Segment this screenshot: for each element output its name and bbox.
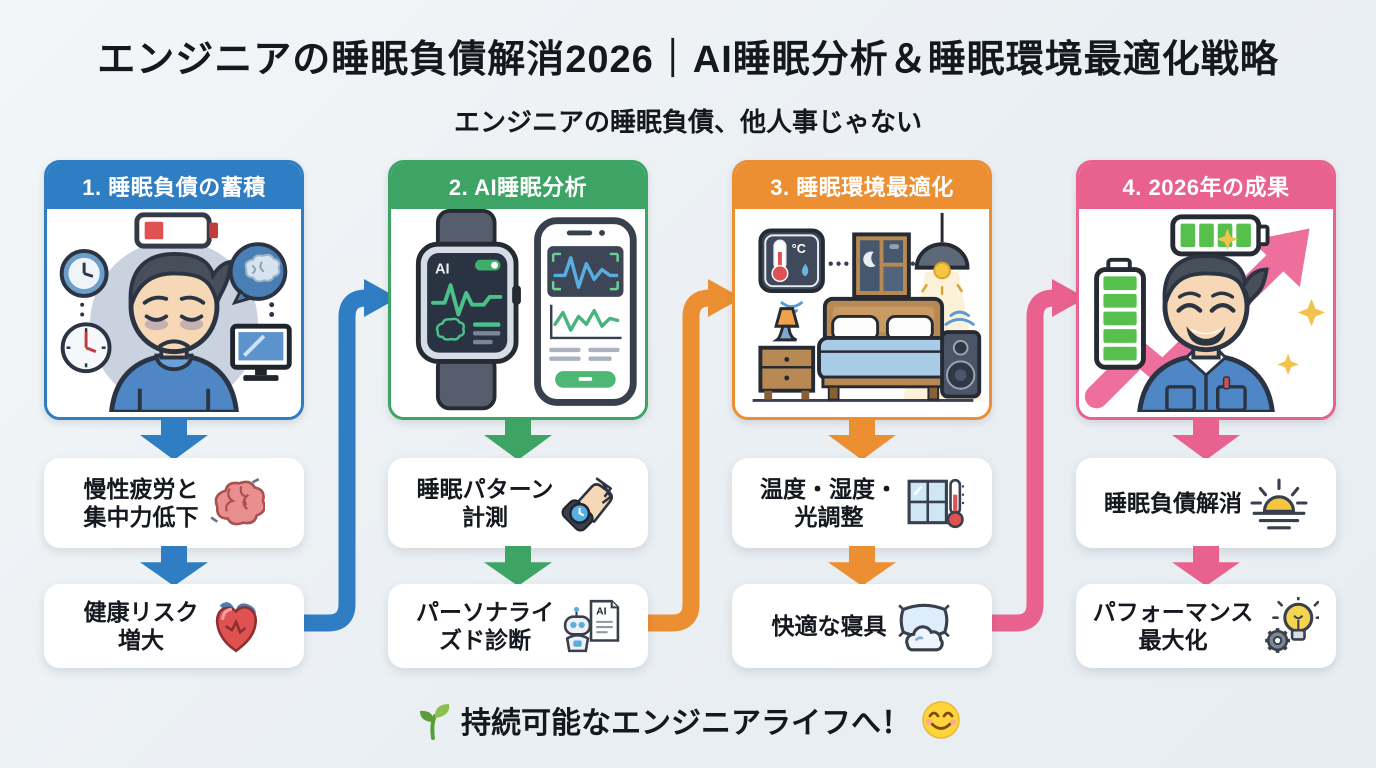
smartwatch-wrist-icon: [561, 477, 614, 532]
step2-effect-box-2: パーソナライ ズド診断 AI: [388, 584, 648, 668]
step3-effect-box-1: 温度・湿度・ 光調整: [732, 458, 992, 548]
tired-engineer-illustration: [59, 212, 292, 413]
step4-effect-box-2: パフォーマンス 最大化: [1076, 584, 1336, 668]
step2-effect-label-1: 睡眠パターン 計測: [416, 475, 554, 530]
page-title: エンジニアの睡眠負債解消2026｜AI睡眠分析＆睡眠環境最適化戦略: [97, 39, 1279, 81]
step3-card: 3. 睡眠環境最適化 °C: [732, 160, 992, 420]
step-column-4: 4. 2026年の成果: [1076, 160, 1336, 670]
step3-down-arrow-1: [828, 418, 896, 460]
step1-card: 1. 睡眠負債の蓄積: [44, 160, 304, 420]
step-column-3: 3. 睡眠環境最適化 °C: [732, 160, 992, 670]
energized-engineer-illustration: [1084, 214, 1326, 413]
connector-arrow-step3-to-step4: [990, 279, 1086, 632]
step4-down-arrow-1: [1172, 418, 1240, 460]
sunrise-icon: [1250, 478, 1308, 530]
step4-effect-box-1: 睡眠負債解消: [1076, 458, 1336, 548]
step3-header: 3. 睡眠環境最適化: [735, 163, 989, 209]
pillow-cloud-icon: [897, 603, 950, 652]
step-column-2: 2. AI睡眠分析 AI: [388, 160, 648, 670]
step3-effect-label-1: 温度・湿度・ 光調整: [760, 475, 898, 530]
step1-header: 1. 睡眠負債の蓄積: [47, 163, 301, 209]
step2-card: 2. AI睡眠分析 AI: [388, 160, 648, 420]
step3-effect-box-2: 快適な寝具: [732, 584, 992, 668]
seedling-icon: [420, 704, 450, 740]
step1-effect-label-1: 慢性疲労と 集中力低下: [83, 475, 199, 530]
step2-header: 2. AI睡眠分析: [391, 163, 645, 209]
step4-header: 4. 2026年の成果: [1079, 163, 1333, 209]
footer-tagline: 持続可能なエンジニアライフへ！: [0, 698, 1376, 742]
step1-effect-box-2: 健康リスク 増大: [44, 584, 304, 668]
svg-text:°C: °C: [792, 242, 806, 256]
heart-icon: [215, 602, 257, 653]
smartwatch-phone-illustration: AI: [415, 209, 637, 411]
step2-down-arrow-1: [484, 418, 552, 460]
step1-down-arrow-2: [140, 546, 208, 586]
smiling-face-icon: [922, 701, 960, 739]
step2-effect-label-2: パーソナライ ズド診断: [416, 598, 554, 653]
step4-effect-label-1: 睡眠負債解消: [1104, 489, 1242, 516]
smart-bedroom-illustration: °C: [752, 212, 982, 402]
step4-effect-label-2: パフォーマンス 最大化: [1092, 598, 1254, 653]
connector-arrow-step1-to-step2: [302, 279, 398, 632]
footer-text: 持続可能なエンジニアライフへ！: [461, 707, 911, 740]
page-subtitle: エンジニアの睡眠負債、他人事じゃない: [453, 107, 922, 137]
step1-effect-label-2: 健康リスク 増大: [83, 598, 199, 653]
lightbulb-gear-icon: [1265, 597, 1320, 653]
step2-effect-box-1: 睡眠パターン 計測: [388, 458, 648, 548]
connector-arrow-step2-to-step3: [646, 279, 742, 632]
svg-text:AI: AI: [435, 261, 450, 277]
step4-down-arrow-2: [1172, 546, 1240, 586]
brain-icon: [209, 478, 265, 526]
window-thermometer-icon: [907, 478, 964, 529]
step1-down-arrow-1: [140, 418, 208, 460]
step3-effect-label-2: 快適な寝具: [771, 612, 887, 639]
step1-effect-box-1: 慢性疲労と 集中力低下: [44, 458, 304, 548]
step4-card: 4. 2026年の成果: [1076, 160, 1336, 420]
step2-down-arrow-2: [484, 546, 552, 586]
step-column-1: 1. 睡眠負債の蓄積: [44, 160, 304, 670]
svg-text:AI: AI: [596, 607, 606, 618]
ai-robot-report-icon: AI: [563, 599, 620, 653]
step3-down-arrow-2: [828, 546, 896, 586]
